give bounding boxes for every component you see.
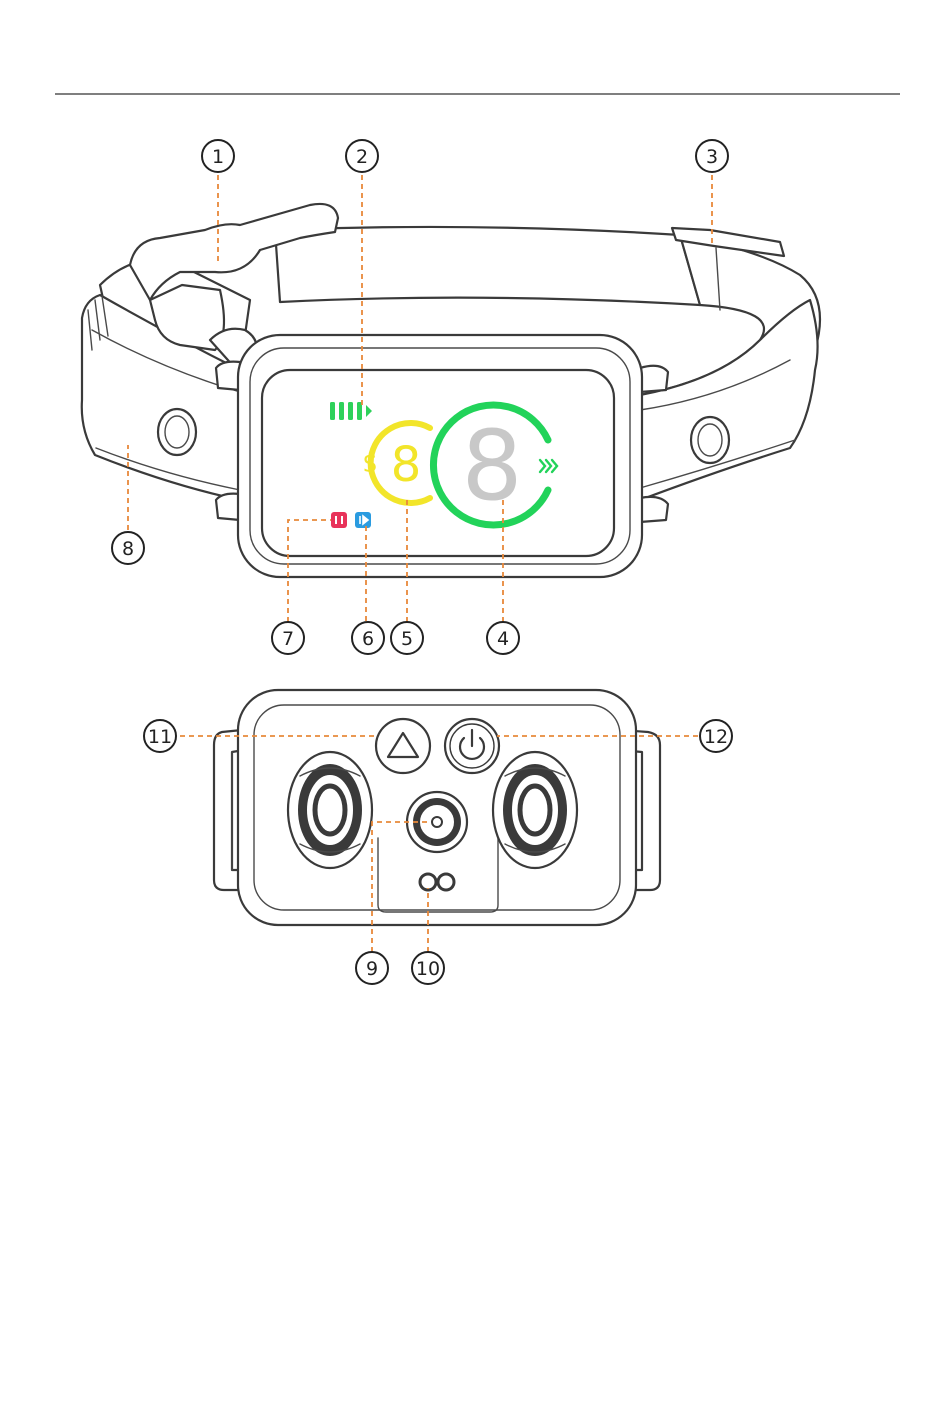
left-contact-probe	[288, 752, 372, 868]
callout-number: 8	[122, 538, 134, 560]
triangle-button-icon[interactable]	[376, 719, 430, 773]
battery-bar	[330, 402, 335, 420]
mode-red-box	[331, 512, 347, 528]
callout-10: 10	[412, 952, 444, 984]
callout-4: 4	[487, 622, 519, 654]
battery-bar	[339, 402, 344, 420]
callout-number: 6	[362, 628, 374, 650]
callout-number: 7	[282, 628, 294, 650]
callout-number: 1	[212, 146, 224, 168]
battery-bar	[348, 402, 353, 420]
callout-12: 12	[700, 720, 732, 752]
callout-5: 5	[391, 622, 423, 654]
level-prefix: S	[363, 453, 377, 478]
callout-8: 8	[112, 532, 144, 564]
callout-1: 1	[202, 140, 234, 172]
callout-6: 6	[352, 622, 384, 654]
vibration-mode-icon	[331, 512, 347, 528]
big-digit: 8	[461, 410, 522, 522]
level-digit: 8	[391, 437, 422, 493]
receiver-back	[214, 690, 660, 925]
callout-3: 3	[696, 140, 728, 172]
callout-2: 2	[346, 140, 378, 172]
callout-number: 5	[401, 628, 413, 650]
callout-number: 2	[356, 146, 368, 168]
callout-number: 3	[706, 146, 718, 168]
callout-number: 9	[366, 958, 378, 980]
callout-number: 4	[497, 628, 509, 650]
callout-number: 12	[704, 726, 728, 748]
right-contact-probe	[493, 752, 577, 868]
power-icon[interactable]	[445, 719, 499, 773]
callout-7: 7	[272, 622, 304, 654]
callout-number: 10	[416, 958, 440, 980]
callout-9: 9	[356, 952, 388, 984]
callout-number: 11	[148, 726, 172, 748]
callout-11: 11	[144, 720, 176, 752]
receiver-front: S 8 8	[216, 335, 668, 577]
beep-mode-icon	[355, 512, 371, 528]
